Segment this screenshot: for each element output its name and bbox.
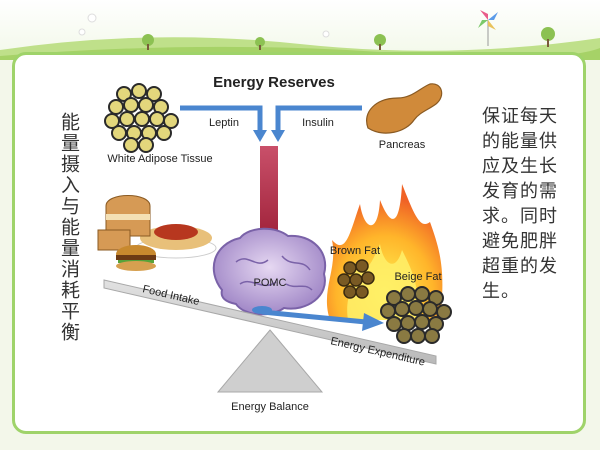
insulin-arrowhead: [271, 130, 285, 142]
brain-icon: [212, 227, 327, 316]
pancreas-label: Pancreas: [379, 139, 426, 151]
expenditure-arrow: [252, 306, 384, 331]
white-adipose-label: White Adipose Tissue: [107, 153, 212, 165]
flower-icon: [78, 13, 330, 38]
food-intake-label: Food Intake: [141, 283, 200, 308]
insulin-arrow: [275, 105, 362, 132]
balance-fulcrum: [216, 329, 324, 393]
food-icon: [97, 195, 217, 271]
leptin-arrow: [180, 105, 263, 132]
energy-balance-label: Energy Balance: [231, 401, 309, 413]
brown-fat-label: Brown Fat: [330, 245, 380, 257]
tree-icon: [142, 27, 555, 50]
brown-fat-icon: [337, 259, 375, 299]
insulin-label: Insulin: [302, 117, 334, 129]
right-caption: 保证每天的能量供应及生长发育的需求。同时避免肥胖超重的发生。: [482, 106, 558, 302]
beige-fat-icon: [380, 286, 452, 344]
left-vertical-caption: 能量摄入与能量消耗平衡: [58, 112, 80, 343]
pomc-label: POMC: [254, 277, 287, 289]
energy-signal-arrow: [260, 146, 278, 242]
diagram-title: Energy Reserves: [213, 74, 335, 91]
leptin-arrowhead: [253, 130, 267, 142]
pancreas-icon: [366, 83, 443, 134]
balance-beam: [103, 279, 437, 365]
white-adipose-tissue-icon: [104, 83, 179, 153]
pinwheel-icon: [478, 10, 498, 46]
beige-fat-label: Beige Fat: [394, 271, 441, 283]
leptin-label: Leptin: [209, 117, 239, 129]
